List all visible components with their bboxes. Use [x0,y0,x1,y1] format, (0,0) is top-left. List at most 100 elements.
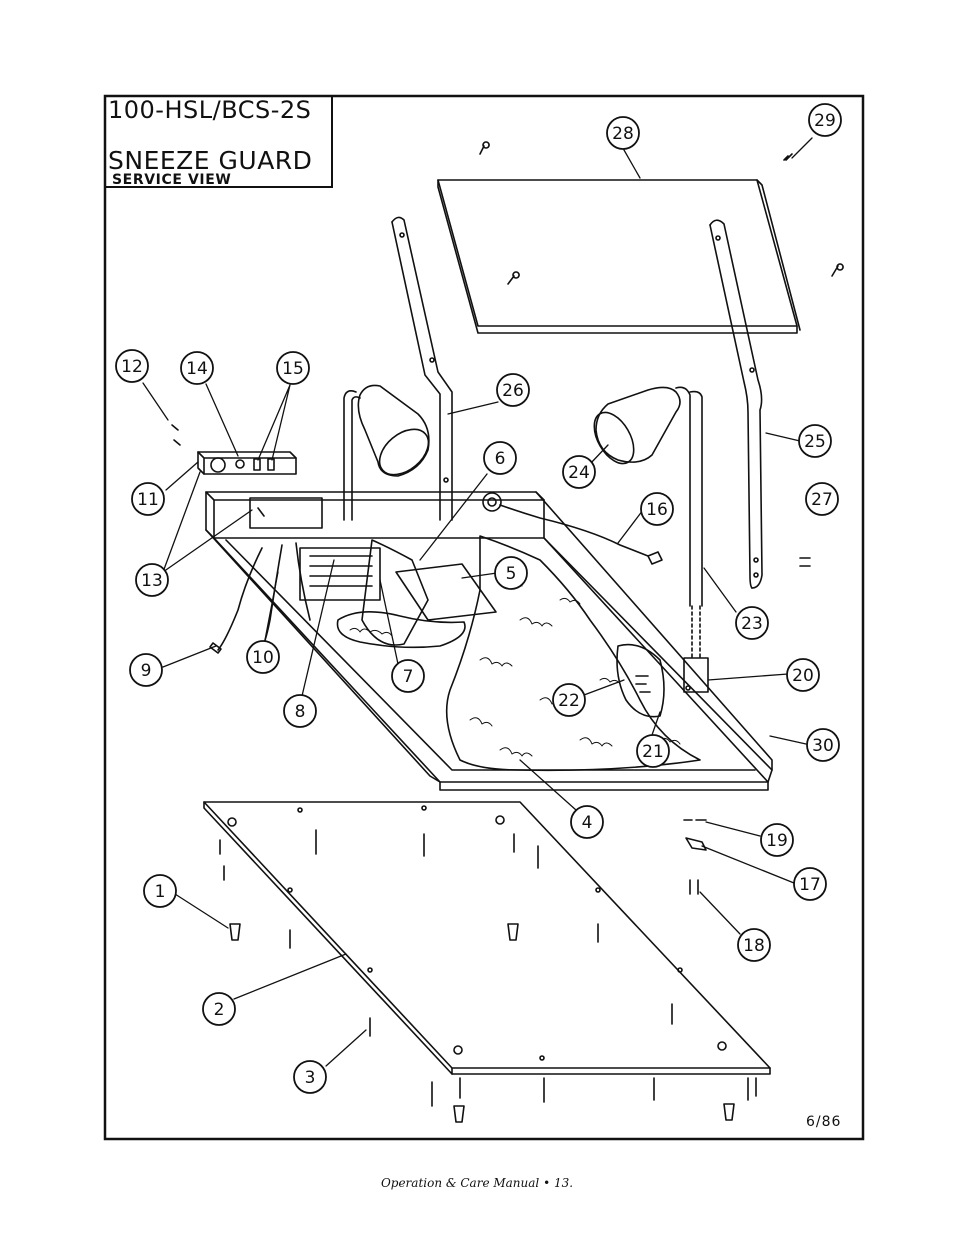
callout-circle [494,556,528,590]
callout-label: 23 [741,614,763,634]
callout-label: 17 [799,875,821,895]
callout-label: 7 [403,667,414,687]
callout-26: 26 [496,373,530,407]
callout-30: 30 [806,728,840,762]
callout-13: 13 [135,563,169,597]
right-post [709,219,763,589]
callout-label: 16 [646,500,668,520]
callout-label: 8 [295,702,306,722]
callout-circle [562,455,596,489]
callout-circle [570,805,604,839]
callout-label: 1 [155,882,166,902]
control-bracket [197,451,297,475]
lamp-arms [343,386,703,661]
callout-label: 27 [811,490,833,510]
callout-circle [760,823,794,857]
callout-22: 22 [552,683,586,717]
callout-label: 13 [141,571,163,591]
callout-circle [135,563,169,597]
callout-circle [793,867,827,901]
callout-label: 3 [305,1068,316,1088]
callout-10: 10 [246,640,280,674]
callout-label: 9 [141,661,152,681]
drawing-title: SNEEZE GUARD [108,146,313,175]
left-post [391,216,453,521]
glass-panel [437,179,801,334]
callout-circle [798,424,832,458]
callout-23: 23 [735,606,769,640]
callout-circle [180,351,214,385]
callout-25: 25 [798,424,832,458]
callout-label: 26 [502,381,524,401]
revision-date: 6/86 [806,1114,842,1130]
callout-label: 11 [137,490,159,510]
drawing-frame [103,94,865,1141]
callout-29: 29 [808,103,842,137]
callout-28: 28 [606,116,640,150]
callout-14: 14 [180,351,214,385]
callout-label: 12 [121,357,143,377]
callout-label: 24 [568,463,590,483]
callout-circle [808,103,842,137]
callout-label: 25 [804,432,826,452]
callout-label: 15 [282,359,304,379]
callout-20: 20 [786,658,820,692]
callout-circle [246,640,280,674]
callout-label: 18 [743,936,765,956]
callout-label: 10 [252,648,274,668]
callout-15: 15 [276,351,310,385]
callout-circle [786,658,820,692]
model-number: 100-HSL/BCS-2S [108,96,312,124]
callout-circle [143,874,177,908]
lamp-heads [357,384,681,477]
callout-circle [202,992,236,1026]
callout-6: 6 [483,441,517,475]
callout-circle [483,441,517,475]
callout-label: 4 [582,813,593,833]
callout-label: 14 [186,359,208,379]
page-footer: Operation & Care Manual • 13. [380,1176,574,1190]
leader-lines [142,137,813,1067]
fasteners [171,141,844,1123]
callout-18: 18 [737,928,771,962]
callout-7: 7 [391,659,425,693]
callout-label: 19 [766,831,788,851]
callout-circle [606,116,640,150]
callout-2: 2 [202,992,236,1026]
callout-circle [636,734,670,768]
callout-8: 8 [283,694,317,728]
callout-circle [806,728,840,762]
callout-label: 30 [812,736,834,756]
callout-17: 17 [793,867,827,901]
callout-9: 9 [129,653,163,687]
callout-label: 21 [642,742,664,762]
callout-label: 2 [214,1000,225,1020]
callout-circle [293,1060,327,1094]
callout-label: 6 [495,449,506,469]
callout-circle [391,659,425,693]
insulation-texture [349,577,681,757]
callout-11: 11 [131,482,165,516]
bottom-panel [203,801,771,1075]
callout-circle [805,482,839,516]
callout-5: 5 [494,556,528,590]
callout-circle [735,606,769,640]
callout-label: 22 [558,691,580,711]
callout-label: 29 [814,111,836,131]
title-block [106,96,333,188]
callout-4: 4 [570,805,604,839]
callout-circle [283,694,317,728]
callout-circle [496,373,530,407]
callout-24: 24 [562,455,596,489]
callout-3: 3 [293,1060,327,1094]
callout-label: 28 [612,124,634,144]
callout-circle [115,349,149,383]
callout-circle [737,928,771,962]
callout-circle [131,482,165,516]
callout-circle [276,351,310,385]
callout-16: 16 [640,492,674,526]
callout-circle [129,653,163,687]
heater-housing [205,491,773,791]
